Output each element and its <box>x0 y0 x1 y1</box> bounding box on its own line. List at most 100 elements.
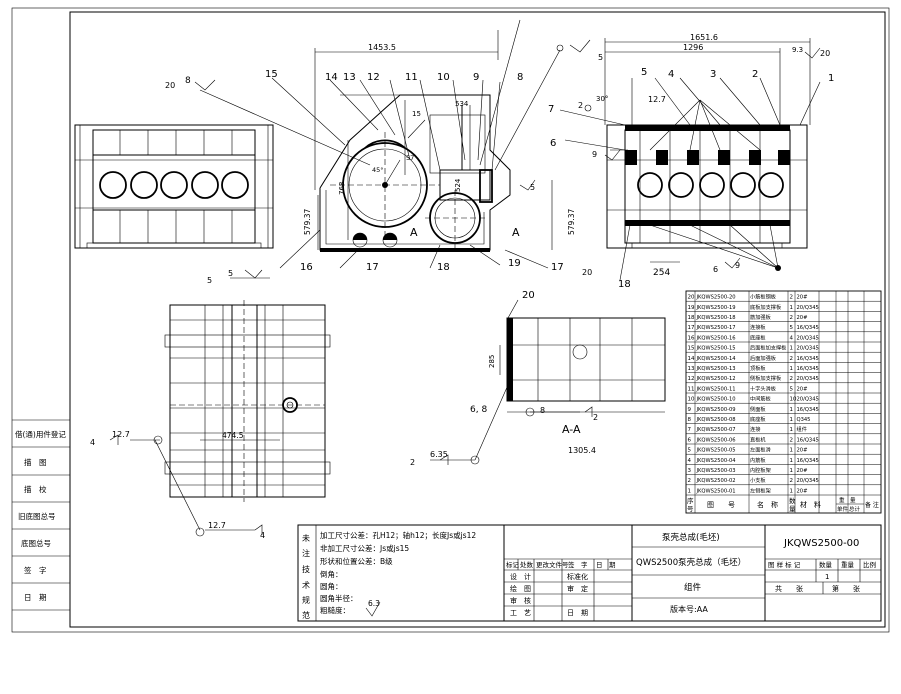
sign-row-label: 标准化 <box>567 572 588 581</box>
bom-cell: 2 <box>790 356 794 362</box>
strip-label: 描 图 <box>24 457 47 467</box>
bom-cell: 17 <box>688 325 695 331</box>
left-side-view <box>74 124 274 249</box>
bom-cell: 1 <box>790 417 794 423</box>
dim-text: 1296 <box>683 43 703 52</box>
bom-cell: JKQWS2500-10 <box>696 397 736 403</box>
strip-label: 描 校 <box>24 484 47 494</box>
bom-cell: 10 <box>790 397 797 403</box>
dim-text: 579.37 <box>567 209 576 235</box>
bom-cell: 20# <box>797 386 808 392</box>
dim-text: 4 <box>90 438 95 447</box>
dim-text: 6, 8 <box>470 405 487 415</box>
part-number: 4 <box>668 69 674 80</box>
note-line: 圆角半径： <box>320 593 358 603</box>
bom-header: 图 号 <box>707 501 735 509</box>
bom-cell: 1 <box>790 427 794 433</box>
section-mark: A-A <box>562 423 581 436</box>
dim-text: 30° <box>596 95 608 103</box>
bom-header: 重 量 <box>839 496 856 504</box>
part-number: 18 <box>618 279 631 290</box>
bom-cell: JKQWS2500-09 <box>696 407 736 413</box>
part-number: 14 <box>325 72 338 83</box>
bom-cell: 16 <box>688 335 695 341</box>
bom-cell: 1 <box>790 488 794 494</box>
inner-frame <box>69 11 886 628</box>
bom-cell: 小支板 <box>750 476 766 484</box>
bom-cell: JKQWS2500-11 <box>696 386 736 392</box>
bom-cell: JKQWS2500-06 <box>696 437 736 443</box>
bom-cell: 2 <box>790 376 794 382</box>
part-number: 2 <box>752 69 758 80</box>
bom-cell: JKQWS2500-05 <box>696 448 736 454</box>
part-number: 10 <box>437 72 450 83</box>
notes-vertical: 注 <box>302 548 310 558</box>
bom-cell: 6 <box>688 437 692 443</box>
bom-header: 材 料 <box>800 500 821 509</box>
strip-label: 旧底图总号 <box>18 511 56 521</box>
bom-cell: 1 <box>790 346 794 352</box>
bom-cell: JKQWS2500-16 <box>696 335 736 341</box>
bom-cell: 16/Q345 <box>797 356 819 362</box>
main-front-view <box>319 94 511 252</box>
part-number: 12 <box>367 72 380 83</box>
bom-cell: 5 <box>688 448 692 454</box>
bom-cell: 13 <box>688 366 695 372</box>
bom-cell: 12 <box>688 376 695 382</box>
bom-cell: JKQWS2500-13 <box>696 366 736 372</box>
note-line: 加工尺寸公差：孔H12；轴h12；长度Js或js12 <box>320 530 476 540</box>
bom-cell: 16/Q345 <box>797 407 819 413</box>
bom-cell: 1 <box>790 448 794 454</box>
bom-cell: 内腔板架 <box>750 466 771 474</box>
bom-cell: JKQWS2500-20 <box>696 295 736 301</box>
strip-label: 借(通)用件登记 <box>15 429 66 439</box>
bom-cell: 中间筋板 <box>750 395 772 403</box>
note-line: 非加工尺寸公差：Js或js15 <box>320 543 409 553</box>
strip-label: 签 字 <box>24 565 47 575</box>
bom-cell: 10 <box>688 397 695 403</box>
rev-header: 日 期 <box>596 561 616 569</box>
bom-cell: 侧面板 <box>750 405 766 413</box>
bom-cell: 18 <box>688 315 695 321</box>
bom-cell: 组件 <box>797 425 807 433</box>
version-label: 版本号:AA <box>670 604 708 614</box>
dim-text: 12.7 <box>648 95 666 104</box>
dim-text: 2 <box>593 413 598 422</box>
bom-cell: 1 <box>790 305 794 311</box>
bom-cell: 2 <box>790 478 794 484</box>
dim-text: 20 <box>820 49 830 58</box>
left-strip: 借(通)用件登记 描 图 描 校 旧底图总号 底图总号 签 字 日 期 <box>12 419 70 611</box>
dim-text: 20 <box>165 81 175 90</box>
dim-text: 1651.6 <box>690 33 718 42</box>
bom-cell: 2 <box>688 478 692 484</box>
bom-cell: 内筋板 <box>750 456 766 464</box>
bom-cell: JKQWS2500-03 <box>696 468 736 474</box>
bom-cell: 20/Q345 <box>797 376 819 382</box>
rev-header: 标记 <box>506 560 520 569</box>
notes-vertical: 术 <box>302 580 310 590</box>
bom-cell: 顶板板 <box>750 364 766 372</box>
stage-header: 数量 <box>819 560 833 569</box>
bom-cell: 20/Q345 <box>797 478 819 484</box>
bom-cell: 15 <box>688 346 695 352</box>
part-number: 8 <box>517 72 523 83</box>
bom-cell: 直板机 <box>750 435 766 443</box>
bom-cell: 20# <box>797 315 808 321</box>
bom-cell: 底座板 <box>750 415 766 423</box>
note-line: 形状和位置公差：B级 <box>320 556 393 566</box>
part-number: 20 <box>522 290 535 301</box>
bom-cell: 4 <box>688 458 692 464</box>
bom-cell: 20# <box>797 295 808 301</box>
dim-text: 285 <box>488 355 496 368</box>
part-number: 18 <box>437 262 450 273</box>
sign-row-label: 绘 图 <box>510 584 531 593</box>
type-label: 组件 <box>684 582 702 593</box>
dim-text: 254 <box>653 268 670 278</box>
bom-cell: 4 <box>790 335 794 341</box>
section-mark: A <box>410 226 418 239</box>
bom-cell: 筋加强板 <box>750 313 772 321</box>
dim-text: 12.7 <box>112 430 130 439</box>
bom-cell: 20 <box>688 295 695 301</box>
